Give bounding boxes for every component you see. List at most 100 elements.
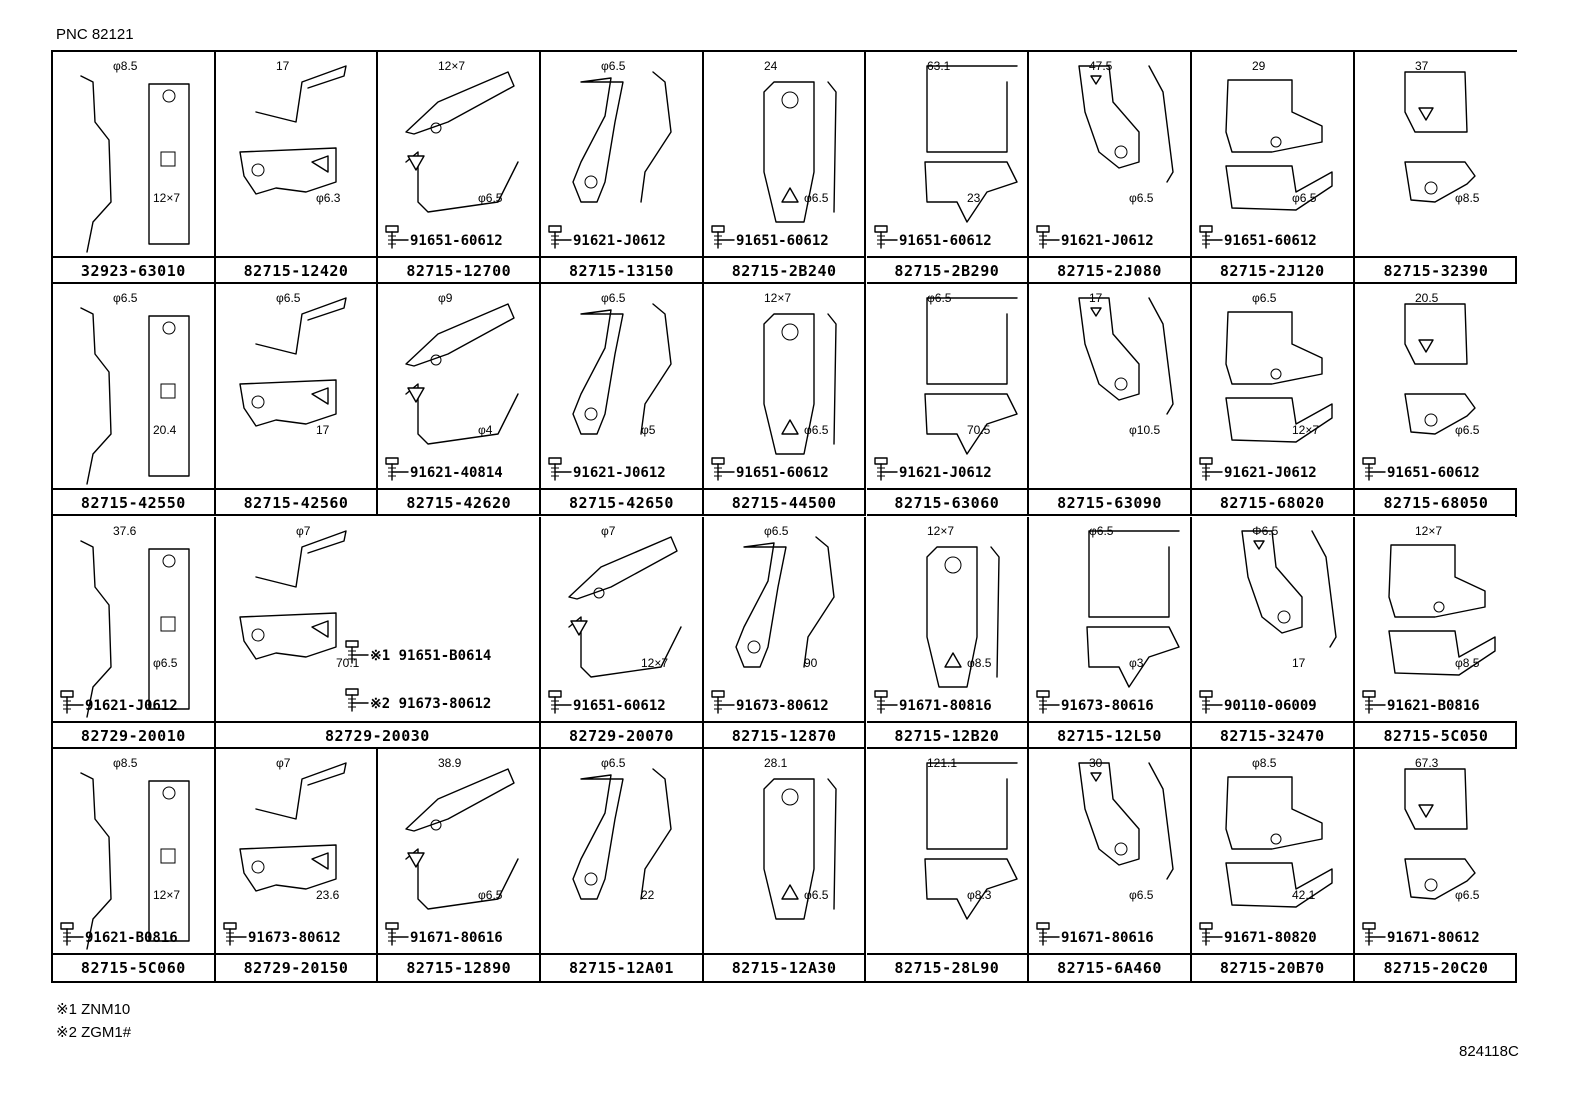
bolt-part-number: ※1 91651-B0614 (370, 648, 491, 664)
part-number-label: 82715-42620 (378, 490, 542, 516)
dimension-label: φ8.5 (1252, 756, 1277, 770)
part-number-label: 32923-63010 (53, 258, 216, 284)
part-number-label: 82729-20030 (215, 723, 542, 749)
bolt-part-number-icon (1199, 922, 1223, 946)
dimension-label: 12×7 (764, 291, 791, 305)
bolt-part-number: 91621-J0612 (1061, 233, 1154, 249)
part-drawing: 20.5 φ6.5 91651-60612 (1361, 291, 1480, 481)
part-drawing: φ6.522 (572, 756, 672, 902)
bolt-part-number-icon (548, 457, 572, 481)
dimension-label: φ6.5 (1455, 423, 1480, 437)
dimension-label: φ7 (601, 524, 616, 538)
dimension-label: φ6.5 (113, 291, 138, 305)
dimension-label: 17 (276, 59, 290, 73)
bolt-part-number-icon (873, 225, 898, 249)
dimension-label: 29 (1252, 59, 1266, 73)
dimension-label: φ8.5 (1455, 191, 1480, 205)
bolt-part-number: 90110-06009 (1224, 698, 1317, 714)
bolt-part-number-icon (1199, 457, 1223, 481)
bolt-part-number-icon (385, 225, 410, 249)
bolt-part-number-icon (1036, 225, 1060, 249)
part-number-label: 82715-63060 (866, 490, 1030, 516)
dimension-label: Φ6.5 (1252, 524, 1279, 538)
bolt-part-number: 91651-60612 (736, 465, 829, 481)
bolt-part-number-icon (1036, 690, 1060, 714)
dimension-label: φ6.5 (764, 524, 789, 538)
dimension-label: φ5 (641, 423, 656, 437)
part-number-label: 82715-42550 (53, 490, 216, 516)
part-number-label: 82715-42650 (541, 490, 704, 516)
bolt-part-number: 91651-60612 (410, 233, 503, 249)
bolt-part-number-icon (873, 690, 898, 714)
part-number-label: 82715-20B70 (1192, 955, 1355, 981)
dimension-label: 28.1 (764, 756, 788, 770)
dimension-label: φ6.5 (601, 291, 626, 305)
part-drawing: 12×7 φ6.5 91651-60612 (711, 291, 837, 481)
dimension-label: 12×7 (1415, 524, 1442, 538)
bolt-part-number-icon (1199, 690, 1223, 714)
part-number-label: 82729-20070 (541, 723, 704, 749)
dimension-label: 12×7 (153, 888, 180, 902)
dimension-label: 47.5 (1089, 59, 1113, 73)
dimension-label: φ6.5 (804, 191, 829, 205)
dimension-label: 23.6 (316, 888, 340, 902)
dimension-label: 20.5 (1415, 291, 1439, 305)
bolt-part-number: 91673-80612 (248, 930, 341, 946)
dimension-label: 12×7 (641, 656, 668, 670)
part-number-label: 82729-20150 (216, 955, 379, 981)
bolt-part-number-icon (548, 690, 572, 714)
dimension-label: 12×7 (438, 59, 465, 73)
pnc-label: PNC 82121 (56, 26, 134, 43)
footnote-2: ※2 ZGM1# (56, 1024, 132, 1041)
bolt-part-number-icon (873, 457, 898, 481)
dimension-label: φ6.5 (478, 888, 503, 902)
dimension-label: 22 (641, 888, 655, 902)
dimension-label: 70.1 (336, 656, 360, 670)
bolt-part-number: 91651-60612 (899, 233, 992, 249)
dimension-label: φ8.5 (113, 756, 138, 770)
dimension-label: φ6.5 (804, 423, 829, 437)
part-number-label: 82715-12870 (703, 723, 867, 749)
part-cell-82715-44500: 12×7 φ6.5 91651-60612 (703, 284, 867, 490)
bolt-part-number-icon (1361, 690, 1386, 714)
bolt-part-number: 91621-J0612 (85, 698, 178, 714)
bolt-part-number: 91621-40814 (410, 465, 503, 481)
bolt-part-number-icon (1361, 922, 1386, 946)
part-number-label: 82715-2J080 (1029, 258, 1192, 284)
part-number-label: 82715-20C20 (1383, 959, 1489, 977)
part-cell-82715-68050: 20.5 φ6.5 91651-60612 (1354, 284, 1518, 490)
bolt-part-number: 91651-60612 (1224, 233, 1317, 249)
dimension-label: φ6.5 (153, 656, 178, 670)
bolt-part-number: 91651-60612 (1387, 465, 1480, 481)
dimension-label: 42.1 (1292, 888, 1316, 902)
bolt-part-number-icon (222, 922, 247, 946)
